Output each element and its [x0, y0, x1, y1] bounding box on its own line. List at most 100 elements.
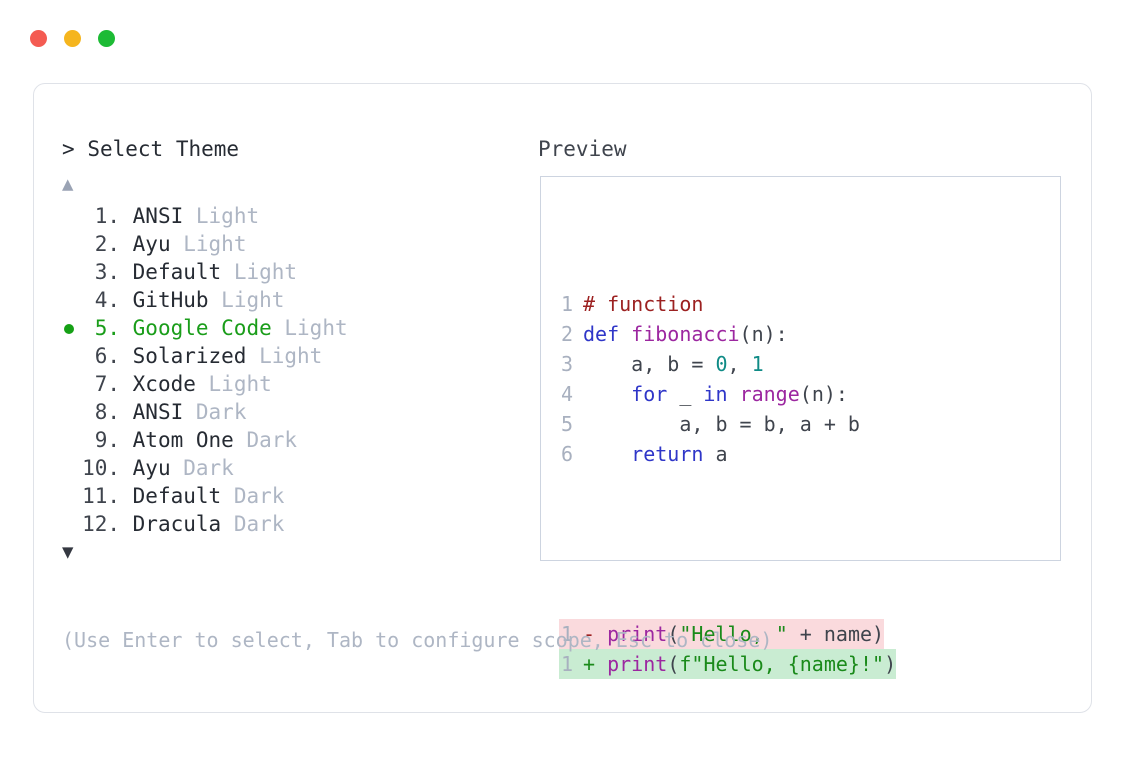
theme-list-item[interactable]: 7. Xcode Light	[34, 370, 534, 398]
code-line-number: 4	[560, 382, 573, 406]
theme-item-number: 3.	[94, 260, 120, 284]
code-text: _	[667, 382, 704, 406]
code-line: 4 for _ in range(n):	[559, 379, 896, 409]
code-number: 0	[715, 352, 728, 376]
theme-item-number: 6.	[94, 344, 120, 368]
code-indent	[583, 382, 631, 406]
code-punctuation: )	[872, 622, 885, 646]
theme-item-number: 7.	[94, 372, 120, 396]
code-indent	[583, 352, 631, 376]
theme-item-variant-tag: Dark	[233, 512, 285, 536]
diff-removed-line: 1- print("Hello, " + name)	[559, 619, 885, 649]
theme-list-item[interactable]: 1. ANSI Light	[34, 202, 534, 230]
theme-item-variant-tag: Dark	[246, 428, 298, 452]
code-line-number: 1	[560, 652, 573, 676]
code-line: 6 return a	[559, 439, 896, 469]
theme-list-item[interactable]: 10. Ayu Dark	[34, 454, 534, 482]
theme-list-item[interactable]: 6. Solarized Light	[34, 342, 534, 370]
code-indent	[583, 442, 631, 466]
code-keyword-return: return	[631, 442, 704, 466]
selected-bullet-icon	[64, 324, 74, 334]
code-line: 1 # function	[559, 289, 896, 319]
code-line-number: 1	[560, 622, 573, 646]
code-punctuation: (	[667, 652, 680, 676]
theme-list-item[interactable]: 8. ANSI Dark	[34, 398, 534, 426]
theme-item-variant-tag: Light	[259, 344, 323, 368]
theme-item-variant-tag: Light	[233, 260, 298, 284]
code-text: a, b =	[631, 352, 716, 376]
code-line: 5 a, b = b, a + b	[559, 409, 896, 439]
theme-item-name: Google Code	[132, 316, 272, 340]
prompt-title-text: Select Theme	[87, 137, 240, 161]
theme-item-number: 5.	[94, 316, 120, 340]
code-diff-lines: 1- print("Hello, " + name)1+ print(f"Hel…	[559, 619, 897, 679]
theme-item-number: 4.	[94, 288, 120, 312]
code-text: + name	[787, 622, 873, 646]
theme-item-number: 8.	[94, 400, 120, 424]
theme-list-item[interactable]: 12. Dracula Dark	[34, 510, 534, 538]
code-line-number: 3	[560, 352, 573, 376]
code-string: f"Hello, {name}!"	[679, 652, 885, 676]
theme-list-item[interactable]: 2. Ayu Light	[34, 230, 534, 258]
theme-item-number: 12.	[82, 512, 120, 536]
code-punctuation: (n):	[739, 322, 788, 346]
code-keyword-in: in	[703, 382, 728, 406]
diff-plus-sign: +	[583, 652, 596, 676]
code-diff-line: 1 + print(f"Hello, {name}!")	[559, 649, 897, 679]
theme-list-item[interactable]: 3. Default Light	[34, 258, 534, 286]
preview-title: Preview	[538, 137, 627, 161]
code-line-number: 1	[560, 292, 573, 316]
theme-item-number: 10.	[82, 456, 120, 480]
theme-item-name: Dracula	[132, 512, 222, 536]
scroll-up-arrow[interactable]: ▲	[62, 173, 74, 195]
theme-item-name: Xcode	[132, 372, 196, 396]
close-button[interactable]	[30, 30, 47, 47]
theme-list-item[interactable]: 11. Default Dark	[34, 482, 534, 510]
theme-item-variant-tag: Light	[208, 372, 272, 396]
maximize-button[interactable]	[98, 30, 115, 47]
theme-item-name: Default	[132, 484, 222, 508]
code-keyword: def	[583, 322, 632, 346]
code-punctuation: )	[884, 652, 897, 676]
theme-item-number: 9.	[94, 428, 120, 452]
code-text	[728, 382, 740, 406]
theme-list-item[interactable]: 4. GitHub Light	[34, 286, 534, 314]
theme-item-variant-tag: Dark	[195, 400, 247, 424]
theme-item-name: Default	[132, 260, 222, 284]
code-string: "Hello, "	[679, 622, 788, 646]
diff-minus-sign: -	[583, 622, 596, 646]
theme-item-variant-tag: Light	[221, 288, 285, 312]
keyboard-hint: (Use Enter to select, Tab to configure s…	[62, 628, 773, 652]
theme-list-item[interactable]: 5. Google Code Light	[34, 314, 534, 342]
window-traffic-lights	[30, 30, 115, 47]
code-function: print	[607, 652, 668, 676]
theme-item-variant-tag: Dark	[233, 484, 285, 508]
theme-item-name: Ayu	[132, 456, 171, 480]
theme-item-name: ANSI	[132, 400, 184, 424]
scroll-down-arrow[interactable]: ▼	[62, 541, 74, 563]
theme-item-variant-tag: Light	[183, 232, 247, 256]
header-row: > Select Theme Preview	[34, 134, 1091, 164]
theme-item-name: Solarized	[132, 344, 247, 368]
code-line-number: 5	[560, 412, 573, 436]
code-text	[595, 652, 607, 676]
code-line-number: 2	[560, 322, 573, 346]
page-title: > Select Theme	[62, 134, 239, 164]
code-blank-line	[559, 529, 896, 559]
code-comment: # function	[583, 292, 704, 316]
minimize-button[interactable]	[64, 30, 81, 47]
diff-added-line: 1 + print(f"Hello, {name}!")	[559, 649, 897, 679]
code-indent	[583, 412, 679, 436]
code-text: a	[703, 442, 728, 466]
theme-item-name: Atom One	[132, 428, 234, 452]
code-punctuation: (n):	[799, 382, 848, 406]
code-punctuation: (	[667, 622, 680, 646]
theme-item-variant-tag: Light	[284, 316, 348, 340]
theme-list-item[interactable]: 9. Atom One Dark	[34, 426, 534, 454]
code-diff-line: 1- print("Hello, " + name)	[559, 619, 896, 649]
